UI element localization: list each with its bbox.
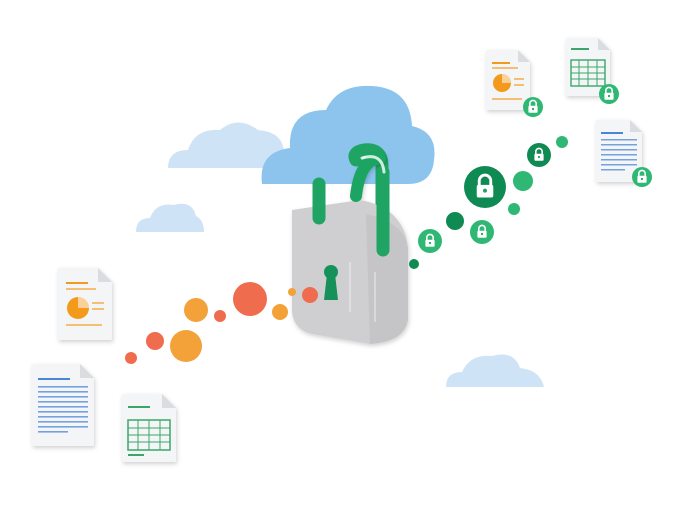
locked-spreadsheet-icon: [566, 38, 619, 104]
encrypted-data-dots: [409, 136, 568, 269]
locked-chart-document-icon: [486, 50, 543, 117]
unencrypted-data-dots: [125, 282, 318, 364]
background-cloud-bottom: [446, 354, 544, 387]
background-cloud-left: [136, 203, 204, 232]
text-document-icon: [32, 364, 94, 446]
padlock-icon: [292, 143, 408, 344]
chart-document-icon: [58, 268, 112, 340]
keyhole-icon: [324, 265, 338, 300]
background-cloud-top: [168, 122, 297, 168]
locked-text-document-icon: [596, 120, 652, 187]
main-cloud-icon: [261, 85, 435, 184]
spreadsheet-icon: [122, 394, 176, 462]
